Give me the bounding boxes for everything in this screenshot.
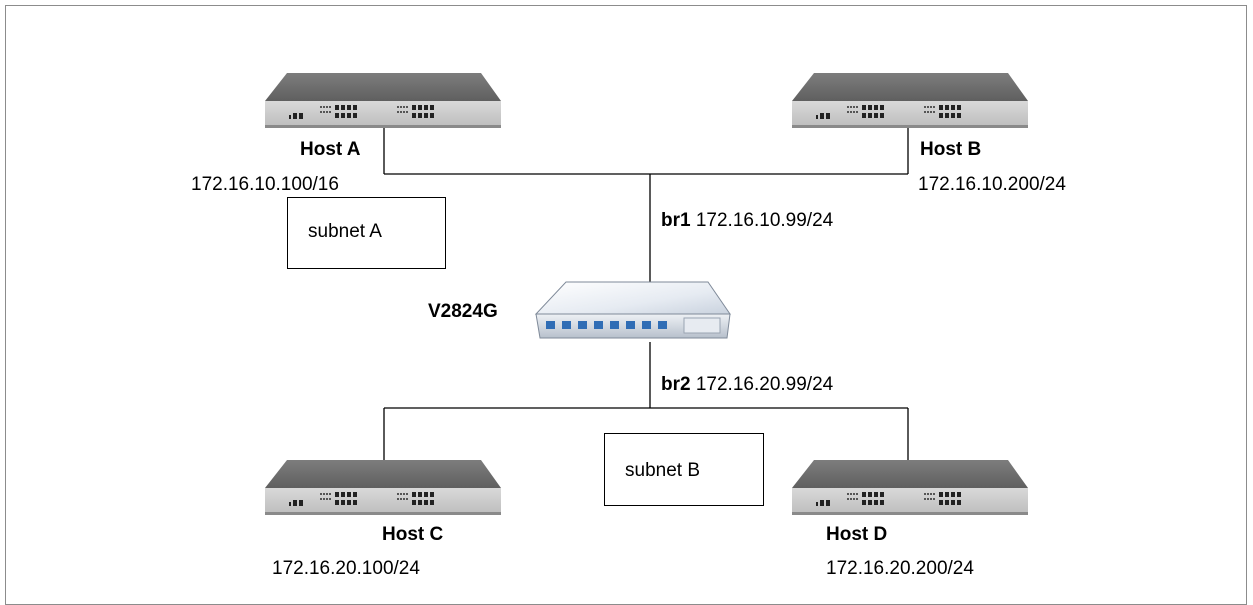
host-b-device [792, 73, 1028, 128]
host-c-ip: 172.16.20.100/24 [272, 558, 420, 579]
br2-label: br2 172.16.20.99/24 [661, 374, 833, 396]
host-b-ip: 172.16.10.200/24 [918, 174, 1066, 195]
br2-name: br2 [661, 374, 691, 395]
br1-label: br1 172.16.10.99/24 [661, 210, 833, 232]
host-c-name: Host C [382, 524, 444, 545]
subnet-b-label: subnet B [625, 460, 700, 481]
host-c-device [265, 460, 501, 515]
host-d-ip: 172.16.20.200/24 [826, 558, 974, 579]
host-a-ip: 172.16.10.100/16 [191, 174, 339, 195]
host-a-name: Host A [300, 139, 361, 160]
host-b-name: Host B [920, 139, 982, 160]
connection-lines [383, 128, 909, 460]
host-d-device [792, 460, 1028, 515]
host-a-device [265, 73, 501, 128]
br1-ip: 172.16.10.99/24 [695, 210, 834, 231]
switch-device [534, 281, 731, 339]
switch-name: V2824G [428, 301, 498, 322]
subnet-b-box: subnet B [604, 433, 764, 506]
subnet-a-box: subnet A [287, 197, 446, 269]
subnet-a-label: subnet A [308, 221, 382, 242]
br1-name: br1 [661, 210, 691, 231]
br2-ip: 172.16.20.99/24 [695, 374, 834, 395]
host-d-name: Host D [826, 524, 888, 545]
